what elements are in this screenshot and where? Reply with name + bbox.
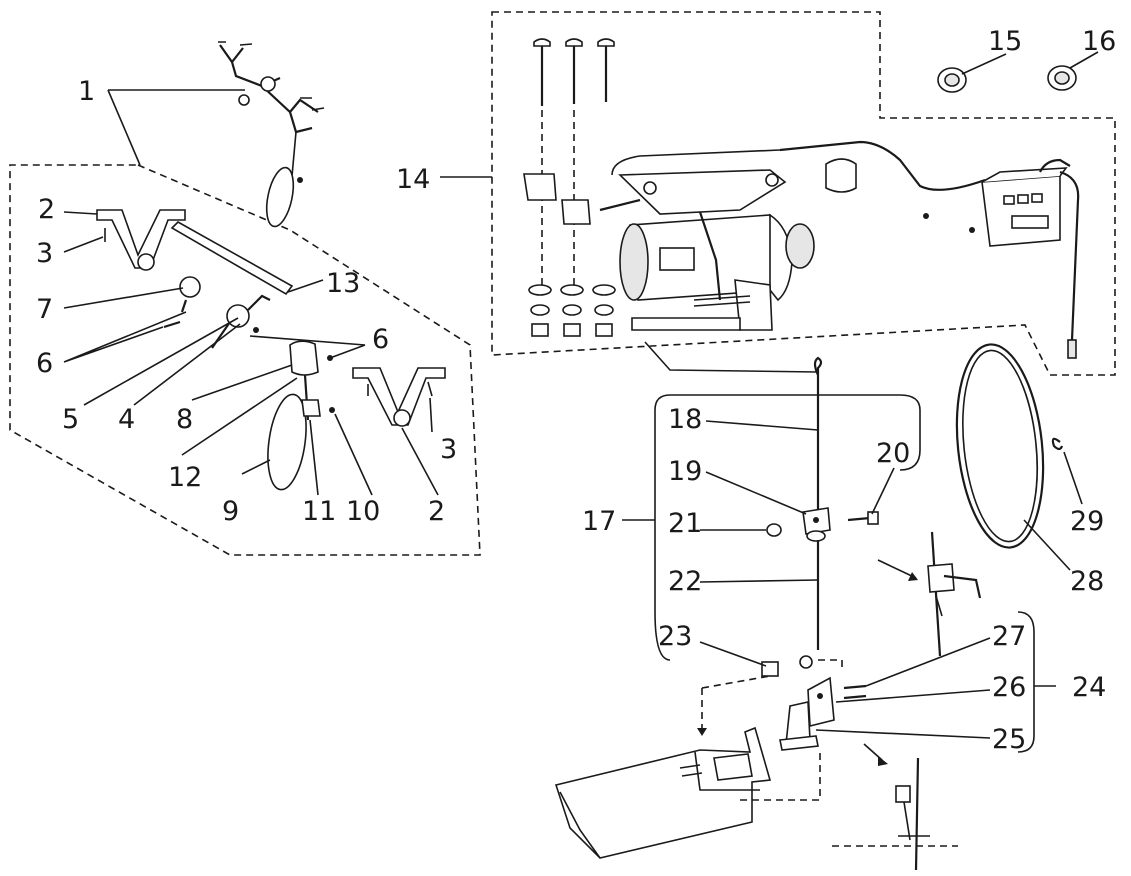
washers-nuts [528,284,616,337]
callout-8: 8 [176,404,193,435]
callout-14: 14 [396,164,430,195]
callout-27: 27 [992,621,1026,652]
callout-12: 12 [168,462,202,493]
lamp-reflector [267,393,307,491]
callout-13: 13 [326,268,360,299]
callout-17: 17 [582,506,616,537]
callout-19: 19 [668,456,702,487]
foot-pedal [554,659,843,859]
callout-25: 25 [992,724,1026,755]
belt-clip [1051,437,1064,451]
callout-1: 1 [78,76,95,107]
callout-3: 3 [440,434,457,465]
callout-2: 2 [38,194,55,225]
pedal-linkage [622,341,921,677]
assembled-lamp-overview [218,41,325,228]
callout-9: 9 [222,496,239,527]
right-bracket [352,367,446,427]
callout-28: 28 [1070,566,1104,597]
bolts [533,38,615,106]
callout-29: 29 [1070,506,1104,537]
c-clip [825,158,857,193]
connector [211,294,271,349]
callout-15: 15 [988,26,1022,57]
pedal-attachment-detail [832,757,958,871]
joint-block [179,276,201,298]
lamp-assembly [9,41,481,556]
c-clip [561,199,591,225]
pulley-16 [1047,65,1077,91]
callout-23: 23 [658,621,692,652]
callout-3: 3 [36,238,53,269]
left-bracket [96,209,186,271]
callout-16: 16 [1082,26,1116,57]
callout-2: 2 [428,496,445,527]
callout-24: 24 [1072,672,1106,703]
rod [170,221,294,296]
rod-joint [802,507,831,535]
callout-18: 18 [668,404,702,435]
lamp-socket [289,340,333,421]
c-clip [523,173,557,201]
motor-assembly [440,11,1116,376]
callout-7: 7 [36,294,53,325]
motor-switch-box [969,158,1080,359]
motor-assembly-boundary [491,11,1116,376]
callout-6: 6 [36,348,53,379]
pedal-bracket [779,611,1056,766]
callout-labels: 1 2 3 7 6 5 4 8 12 9 11 10 2 3 6 13 14 1… [36,26,1116,755]
callout-11: 11 [302,496,336,527]
lamp-assembly-boundary [9,164,481,556]
callout-10: 10 [346,496,380,527]
callout-21: 21 [668,508,702,539]
motor-mounting-plate [618,169,787,215]
callout-6: 6 [372,324,389,355]
pulley-15 [937,67,967,93]
callout-5: 5 [62,404,79,435]
callout-22: 22 [668,566,702,597]
callout-4: 4 [118,404,135,435]
clutch-motor [619,211,815,331]
mounting-clamp [877,531,982,657]
callout-26: 26 [992,672,1026,703]
callout-20: 20 [876,438,910,469]
drive-belt [955,343,1045,549]
